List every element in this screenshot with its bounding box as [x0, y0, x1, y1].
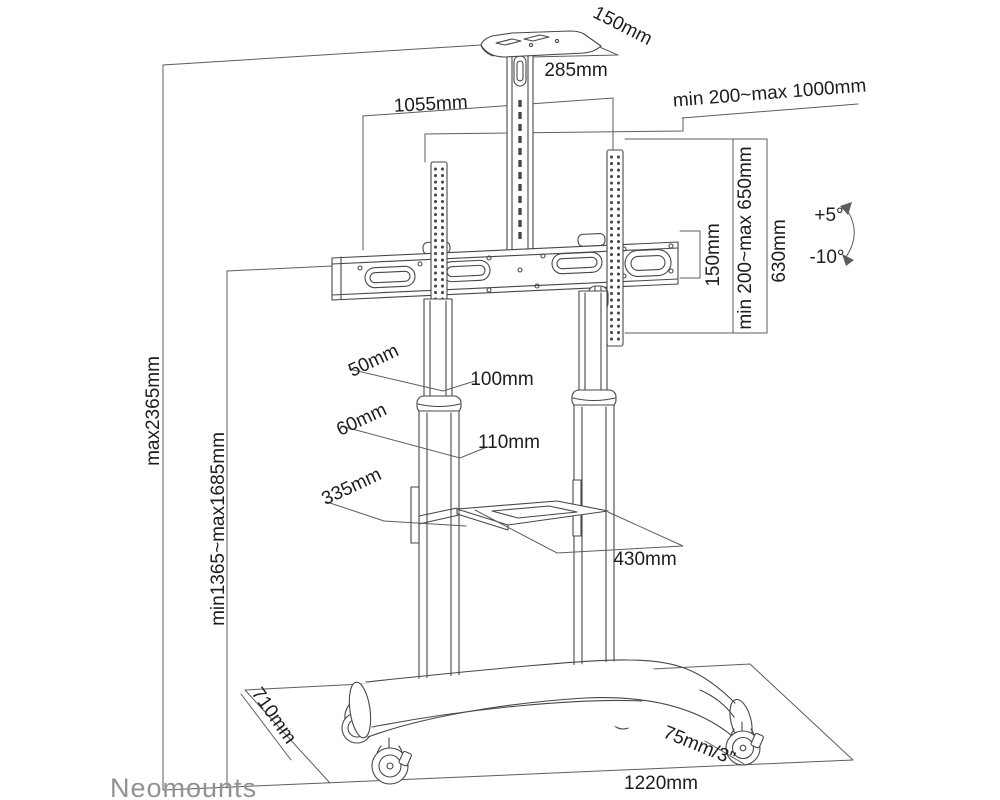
dim-line-tv-width-span: [424, 117, 684, 163]
crossbar-slot: [364, 265, 416, 289]
dim-total-height-label: max2365mm: [143, 356, 164, 466]
tv-cart-drawing: [331, 30, 764, 785]
right-tube-cap: [577, 233, 606, 247]
caster-front-left: [371, 737, 412, 785]
lower-tube-right: [573, 404, 615, 686]
dim-line-side-plate: [624, 138, 768, 334]
tilt-down-label: -10°: [809, 247, 844, 268]
dim-screen-height-label: min1365~max1685mm: [208, 432, 229, 626]
dim-base-depth-label: 710mm: [247, 684, 301, 748]
upper-tube-right: [578, 290, 608, 394]
collar-right-line: [572, 397, 616, 402]
crossbar-slot-inner: [630, 254, 666, 272]
center-column-top-slot-inner: [516, 60, 524, 82]
dim-line-screen-height: [226, 265, 333, 789]
dim-line-crossbar-width: [362, 97, 614, 251]
dim-lower-column-depth-label: 60mm: [333, 399, 390, 440]
tilt-arc: [844, 206, 855, 258]
caster-front-right: [725, 721, 764, 766]
leader-upper-column: [348, 368, 476, 392]
leader-shelf-depth: [326, 501, 467, 527]
upper-tube-left: [423, 298, 453, 400]
tilt-up-label: +5°: [814, 205, 843, 226]
rail-body: [606, 149, 624, 347]
base-fill: [360, 660, 741, 740]
dim-vesa-height-range-label: min 200~max 650mm: [735, 146, 756, 329]
top-shelf-vent: [495, 38, 522, 46]
dim-line-tv-width-label: [681, 103, 859, 119]
crossbar-slot-inner: [369, 270, 411, 284]
base-accent-lines: [371, 689, 735, 728]
neomounts-logo: Neomounts: [110, 773, 257, 800]
lower-tube-left: [418, 410, 460, 690]
dim-line-total-height: [162, 44, 482, 791]
base-top-edge: [365, 659, 736, 704]
crossbar: [331, 241, 679, 301]
leader-caster-size: [704, 740, 745, 765]
dim-line-base-depth: [240, 693, 292, 761]
tilt-arrow-down-icon: [842, 254, 854, 266]
base-left-cap: [348, 681, 372, 739]
equipment-shelf: [410, 479, 609, 544]
crossbar-slot: [624, 248, 672, 278]
shelf-support-arms: [418, 507, 460, 525]
vesa-rail-right: [606, 149, 624, 347]
top-av-shelf: [480, 30, 602, 58]
tilt-arrow-up-icon: [840, 202, 852, 215]
leader-lower-column: [340, 425, 488, 459]
crossbar-slot-inner: [556, 256, 598, 270]
shelf-plate-inset: [491, 505, 578, 519]
dim-upper-column-width-label: 100mm: [470, 369, 533, 390]
dim-lower-column-width-label: 110mm: [478, 432, 540, 453]
dim-shelf-width-label: 430mm: [613, 549, 676, 570]
shelf-plate: [456, 500, 609, 526]
crossbar-body: [331, 241, 679, 301]
dim-top-shelf-depth-label: 150mm: [590, 2, 656, 49]
center-column: [506, 49, 534, 254]
dim-shelf-depth-label: 335mm: [319, 464, 385, 510]
crossbar-holes: [357, 243, 674, 293]
caster-brake: [398, 750, 412, 767]
top-shelf-screw: [554, 38, 560, 44]
telescopic-columns: [416, 290, 617, 690]
dim-tv-width-range-label: min 200~max 1000mm: [672, 75, 867, 111]
dim-base-width-label: 1220mm: [624, 773, 698, 794]
dim-line-bracket-height: [679, 230, 701, 279]
dim-crossbar-width-label: 1055mm: [393, 92, 468, 117]
leader-shelf-width: [474, 509, 684, 554]
callout-leaders: [240, 368, 745, 765]
dim-upper-column-depth-label: 50mm: [345, 340, 402, 381]
top-shelf-vent: [523, 34, 550, 42]
dim-top-shelf-width-label: 285mm: [544, 60, 607, 81]
top-shelf-plate: [480, 30, 602, 58]
dim-bracket-height-label: 150mm: [703, 223, 724, 286]
top-shelf-lip: [480, 44, 494, 57]
dimension-lines-back: [162, 35, 859, 791]
top-shelf-screw: [528, 42, 534, 48]
collar-left-line: [417, 403, 461, 408]
shelf-bracket-left: [410, 486, 420, 544]
dim-side-plate-height-label: 630mm: [769, 219, 790, 282]
crossbar-slot: [551, 251, 603, 275]
caster-brake: [750, 732, 764, 749]
base-bottom-edge: [367, 697, 739, 742]
